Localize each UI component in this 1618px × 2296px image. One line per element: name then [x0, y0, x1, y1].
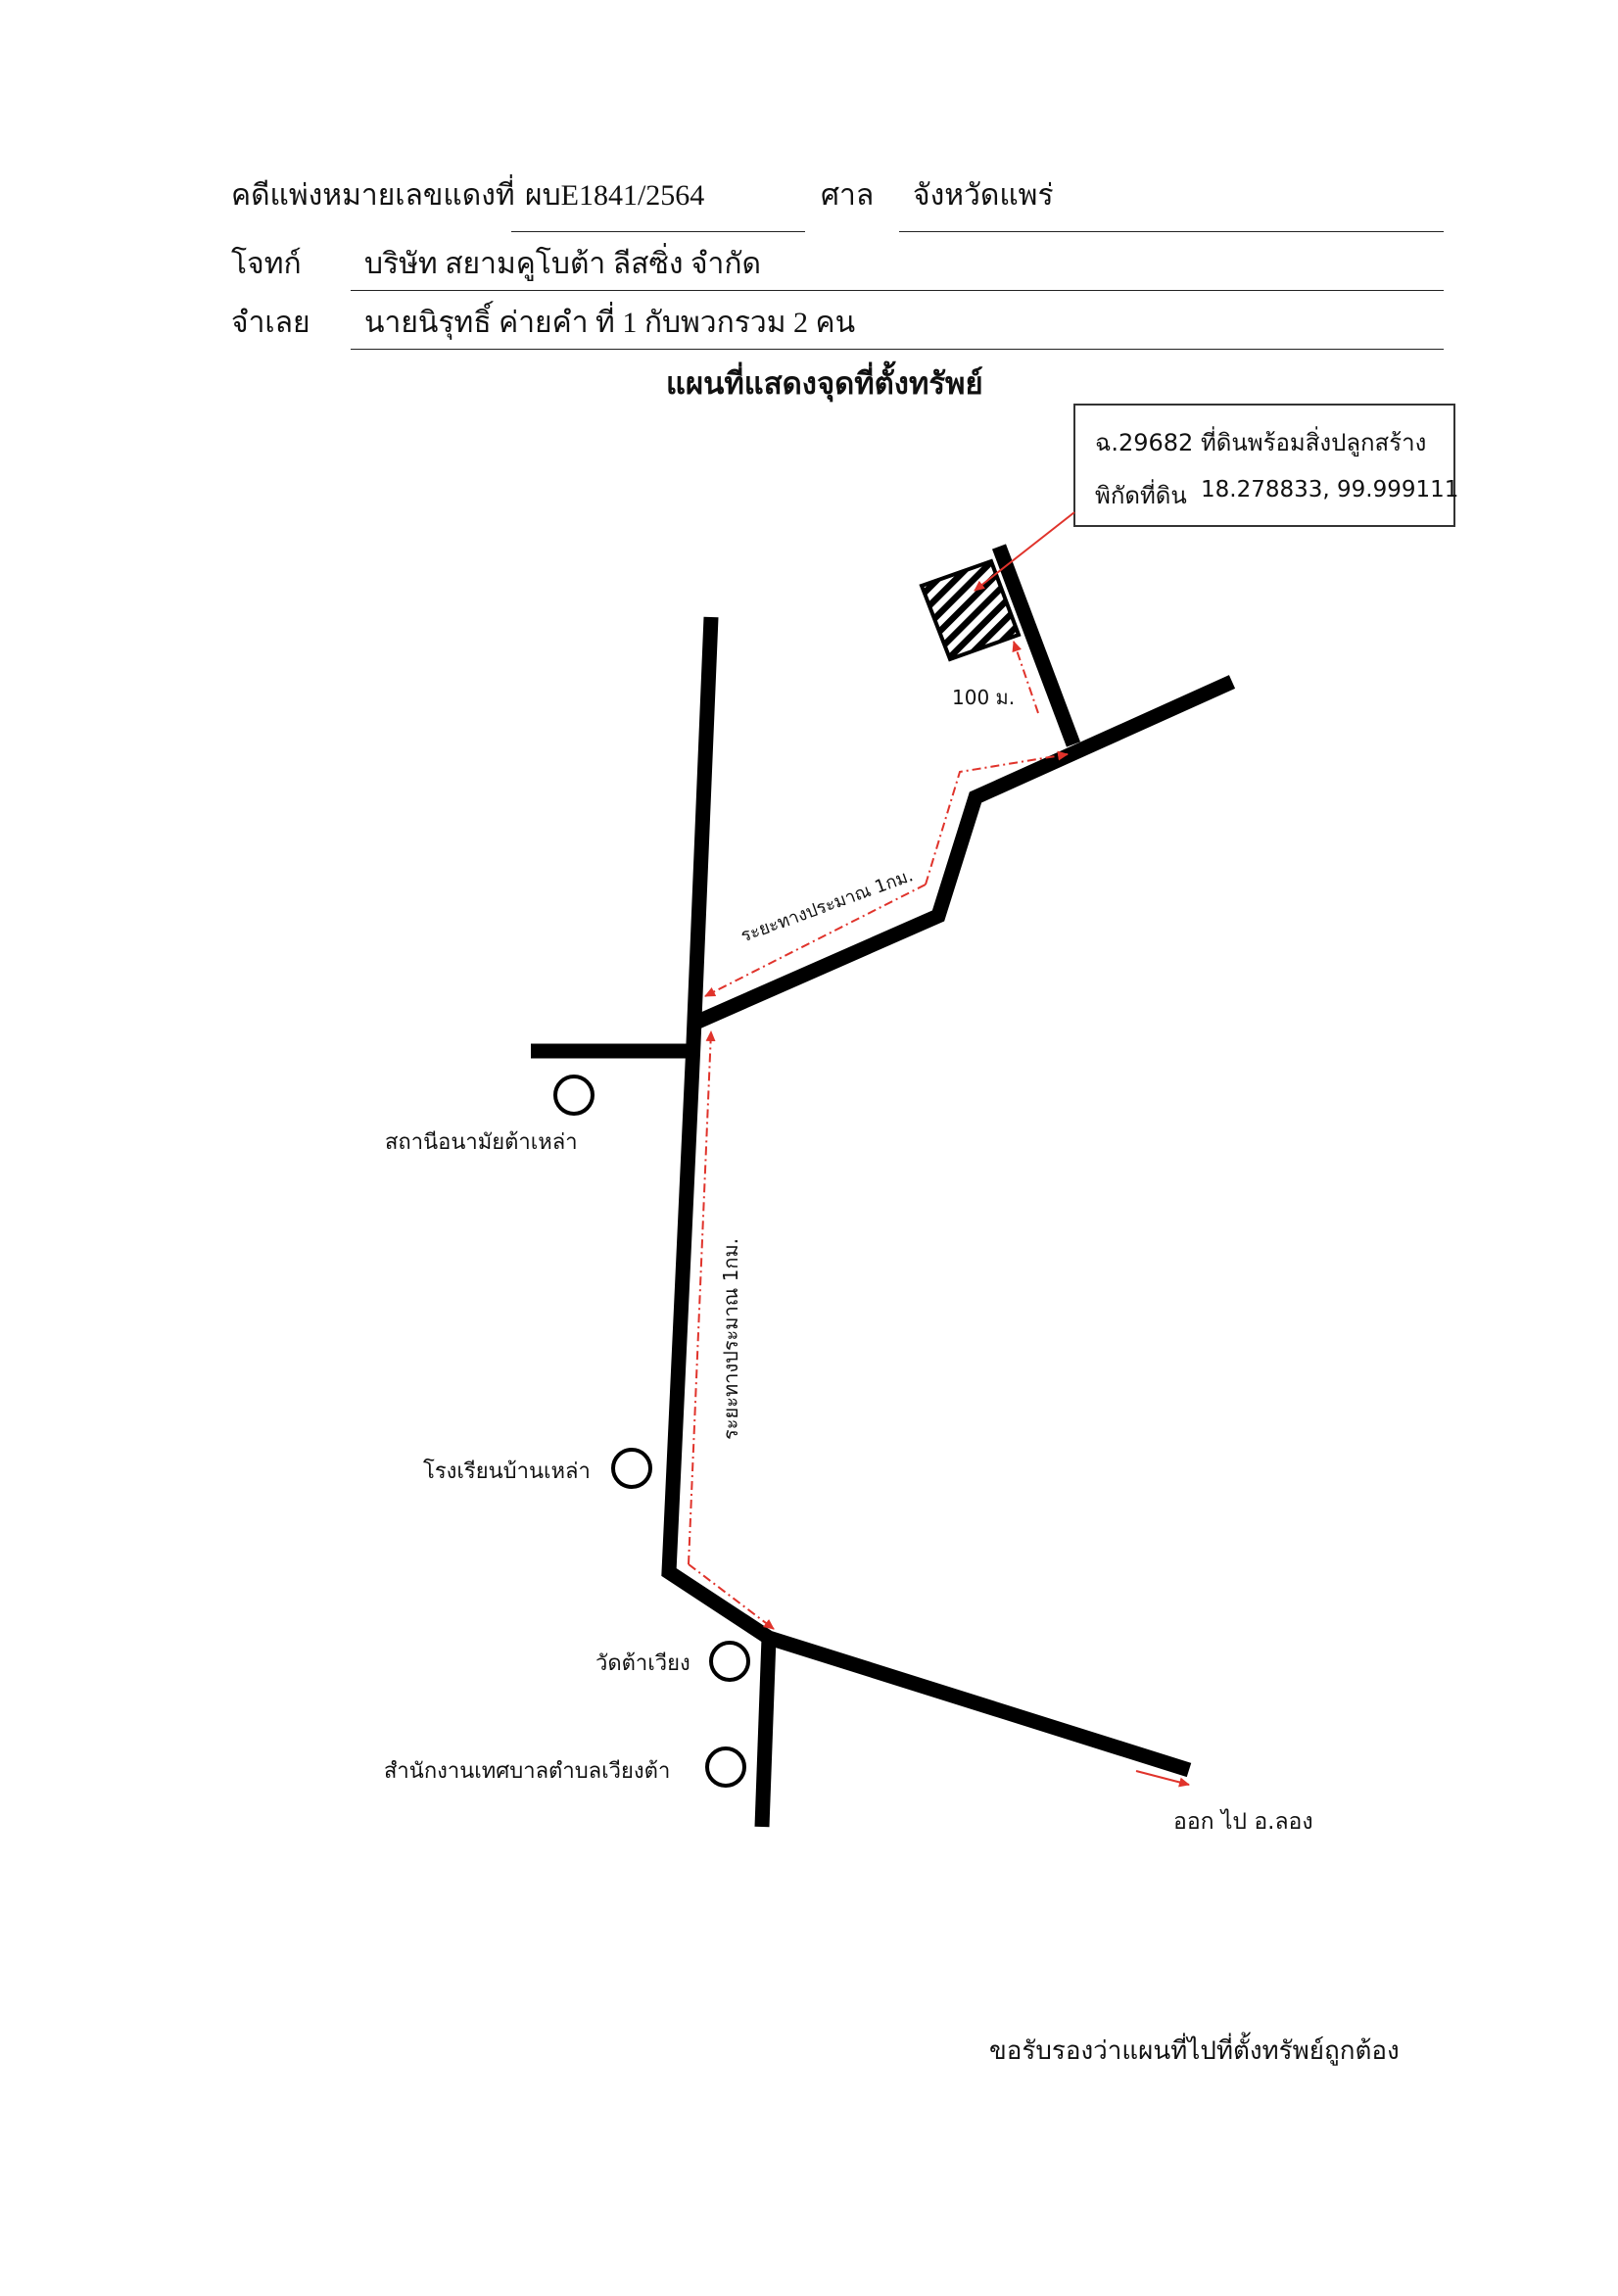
land-access-road: [991, 544, 1081, 747]
landmark-school-label: โรงเรียนบ้านเหล่า: [423, 1459, 591, 1484]
south-road: [754, 1637, 777, 1828]
distance-vertical-label: ระยะทางประมาณ 1กม.: [719, 1237, 742, 1440]
landmark-health-station-label: สถานีอนามัยต้าเหล่า: [385, 1130, 578, 1155]
route-upper: [925, 750, 1069, 885]
callout-box: [1073, 404, 1455, 527]
defendant-underline: [351, 349, 1444, 350]
health-station-marker: [553, 1075, 595, 1116]
route-diagonal: [704, 884, 927, 997]
callout-title: ฉ.29682 ที่ดินพร้อมสิ่งปลูกสร้าง: [1095, 429, 1427, 456]
callout-coordinate-label: พิกัดที่ดิน: [1095, 482, 1187, 509]
route-indicators: [688, 641, 1190, 1788]
land-parcel: [919, 558, 1022, 662]
landmark-municipal-office-label: สำนักงานเทศบาลตำบลเวียงต้า: [384, 1759, 671, 1784]
branch-road: [690, 675, 1236, 1030]
plaintiff-name: บริษัท สยามคูโบต้า ลีสซิ่ง จำกัด: [364, 248, 762, 280]
landmark-markers: [553, 1075, 750, 1788]
main-road: [661, 616, 1192, 1778]
certification-text: ขอรับรองว่าแผนที่ไปที่ตั้งทรัพย์ถูกต้อง: [989, 2036, 1400, 2065]
callout-pointer: [974, 511, 1075, 592]
route-vertical: [688, 1030, 716, 1565]
exit-direction-label: ออก ไป อ.ลอง: [1173, 1809, 1313, 1835]
court-underline: [899, 231, 1444, 232]
school-marker: [611, 1448, 652, 1489]
exit-arrow: [1135, 1770, 1190, 1788]
plaintiff-underline: [351, 290, 1444, 291]
case-number-underline: [511, 231, 805, 232]
landmark-temple-label: วัดต้าเวียง: [595, 1651, 690, 1676]
court-name: จังหวัดแพร่: [913, 179, 1054, 212]
case-number-value: ผบE1841/2564: [525, 179, 705, 212]
municipal-office-marker: [705, 1746, 746, 1788]
case-number-label: คดีแพ่งหมายเลขแดงที่: [231, 179, 515, 212]
distance-100m-label: 100 ม.: [952, 686, 1016, 709]
plaintiff-label: โจทก์: [231, 248, 302, 280]
callout-coordinates: 18.278833, 99.999111: [1201, 477, 1459, 502]
route-100m: [1012, 641, 1039, 714]
temple-marker: [709, 1641, 750, 1682]
court-label: ศาล: [821, 179, 875, 212]
defendant-name: นายนิรุทธิ์ ค่ายคำ ที่ 1 กับพวกรวม 2 คน: [364, 307, 856, 339]
defendant-label: จำเลย: [231, 307, 310, 339]
roads: [531, 544, 1236, 1828]
map-title: แผนที่แสดงจุดที่ตั้งทรัพย์: [666, 366, 983, 401]
